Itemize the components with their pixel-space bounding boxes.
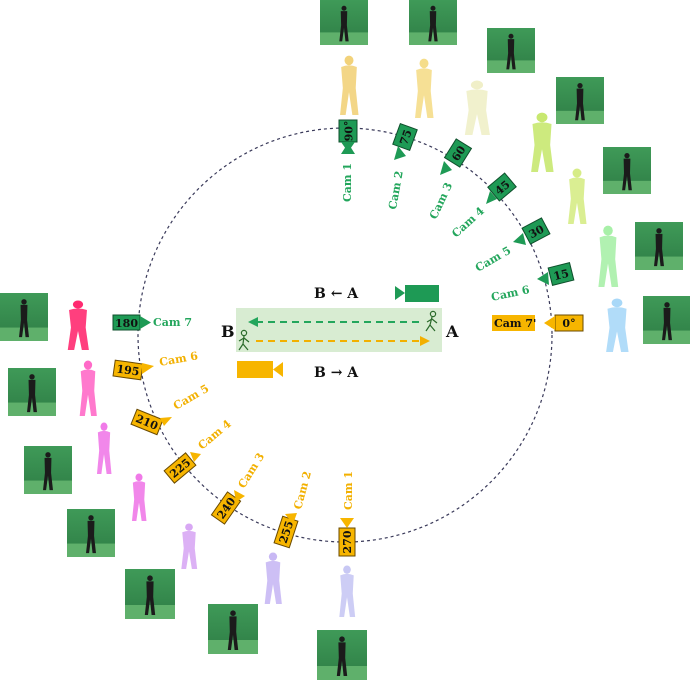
camera-lens xyxy=(341,143,355,154)
camera-name-label: Cam 6 xyxy=(158,349,199,369)
camera-lens xyxy=(190,452,201,462)
camera-lens xyxy=(285,513,297,524)
camera-name-label: Cam 3 xyxy=(427,180,455,221)
camera-name-label: Cam 2 xyxy=(386,170,406,211)
legend-green-camera-icon xyxy=(395,285,439,302)
arrow-left-head xyxy=(248,317,258,327)
person-photo-thumbnail xyxy=(635,222,683,270)
arrow-right-head xyxy=(420,336,430,346)
camera-lens xyxy=(142,363,154,374)
camera-lens xyxy=(160,417,172,426)
walker-icon xyxy=(238,329,250,351)
camera-angle-label: 90° xyxy=(343,121,356,142)
cam7-prime-badge xyxy=(492,315,535,331)
camera-270: 270 xyxy=(338,527,356,557)
person-photo-thumbnail xyxy=(125,569,175,619)
person-silhouette xyxy=(339,565,356,617)
person-silhouette xyxy=(606,298,629,352)
person-photo-thumbnail xyxy=(208,604,258,654)
person-photo-thumbnail xyxy=(643,296,690,344)
camera-name-label: Cam 4 xyxy=(449,204,487,240)
camera-angle-label: 195 xyxy=(116,362,141,378)
camera-15: 15 xyxy=(547,262,575,286)
person-photo-thumbnail xyxy=(603,147,651,194)
person-silhouette xyxy=(568,168,587,224)
camera-name-label: Cam 7 xyxy=(153,316,192,329)
camera-195: 195 xyxy=(112,359,144,381)
person-photo-thumbnail xyxy=(317,630,367,680)
person-photo-thumbnail xyxy=(67,509,115,557)
person-silhouette xyxy=(464,80,490,135)
person-silhouette xyxy=(415,58,434,118)
camera-name-label: Cam 5 xyxy=(473,244,513,275)
person-silhouette xyxy=(531,112,554,172)
person-photo-thumbnail xyxy=(24,446,72,494)
camera-angle-label: 270 xyxy=(341,530,354,553)
person-photo-thumbnail xyxy=(8,368,56,416)
camera-lens xyxy=(440,161,452,175)
person-silhouette xyxy=(181,523,198,569)
camera-name-label: Cam 7' xyxy=(494,317,536,330)
person-photo-thumbnail xyxy=(0,293,48,341)
camera-angle-label: 15 xyxy=(552,267,570,283)
person-photo-thumbnail xyxy=(409,0,457,45)
camera-30: 30 xyxy=(521,217,551,245)
camera-lens xyxy=(537,272,549,285)
person-silhouette xyxy=(264,552,282,604)
camera-210: 210 xyxy=(130,408,164,436)
camera-name-label: Cam 4 xyxy=(196,417,235,452)
person-silhouette xyxy=(131,473,147,521)
camera-lens xyxy=(544,316,555,330)
camera-name-label: Cam 1 xyxy=(341,163,354,202)
camera-angle-label: 75 xyxy=(397,128,414,147)
camera-name-label: Cam 1 xyxy=(342,471,355,510)
camera-45: 45 xyxy=(487,172,517,202)
camera-name-label: Cam 3 xyxy=(236,451,268,491)
camera-lens xyxy=(394,146,406,160)
person-photo-thumbnail xyxy=(487,28,535,73)
person-silhouette xyxy=(67,300,89,350)
camera-255: 255 xyxy=(273,515,299,549)
camera-225: 225 xyxy=(163,452,197,484)
person-silhouette xyxy=(598,225,619,287)
walker-icon xyxy=(425,310,438,332)
camera-lens xyxy=(486,191,497,204)
camera-name-label: Cam 2 xyxy=(291,470,314,511)
person-silhouette xyxy=(96,422,112,474)
legend-orange-camera-icon xyxy=(237,361,283,378)
camera-lens xyxy=(234,490,245,502)
silhouette-images xyxy=(67,55,629,617)
person-photo-thumbnail xyxy=(556,77,604,124)
walking-track xyxy=(236,308,442,352)
point-a-label: A xyxy=(445,322,459,341)
person-silhouette xyxy=(79,360,97,416)
legend-b-to-a: B → A xyxy=(314,365,359,381)
camera-75: 75 xyxy=(392,122,418,152)
point-b-label: B xyxy=(221,322,235,341)
camera-angle-label: 180 xyxy=(115,317,138,330)
camera-lens xyxy=(513,233,526,245)
legend-b-from-a: B ← A xyxy=(314,286,359,302)
camera-lens xyxy=(140,316,151,329)
person-photo-thumbnail xyxy=(320,0,368,45)
person-silhouette xyxy=(340,55,359,115)
camera-name-label: Cam 6 xyxy=(490,283,531,304)
camera-60: 60 xyxy=(443,138,473,168)
camera-lens xyxy=(340,518,354,528)
camera-angle-label: 0° xyxy=(562,317,575,330)
camera-angle-label: 30 xyxy=(527,222,547,241)
camera-name-label: Cam 5 xyxy=(171,382,211,413)
